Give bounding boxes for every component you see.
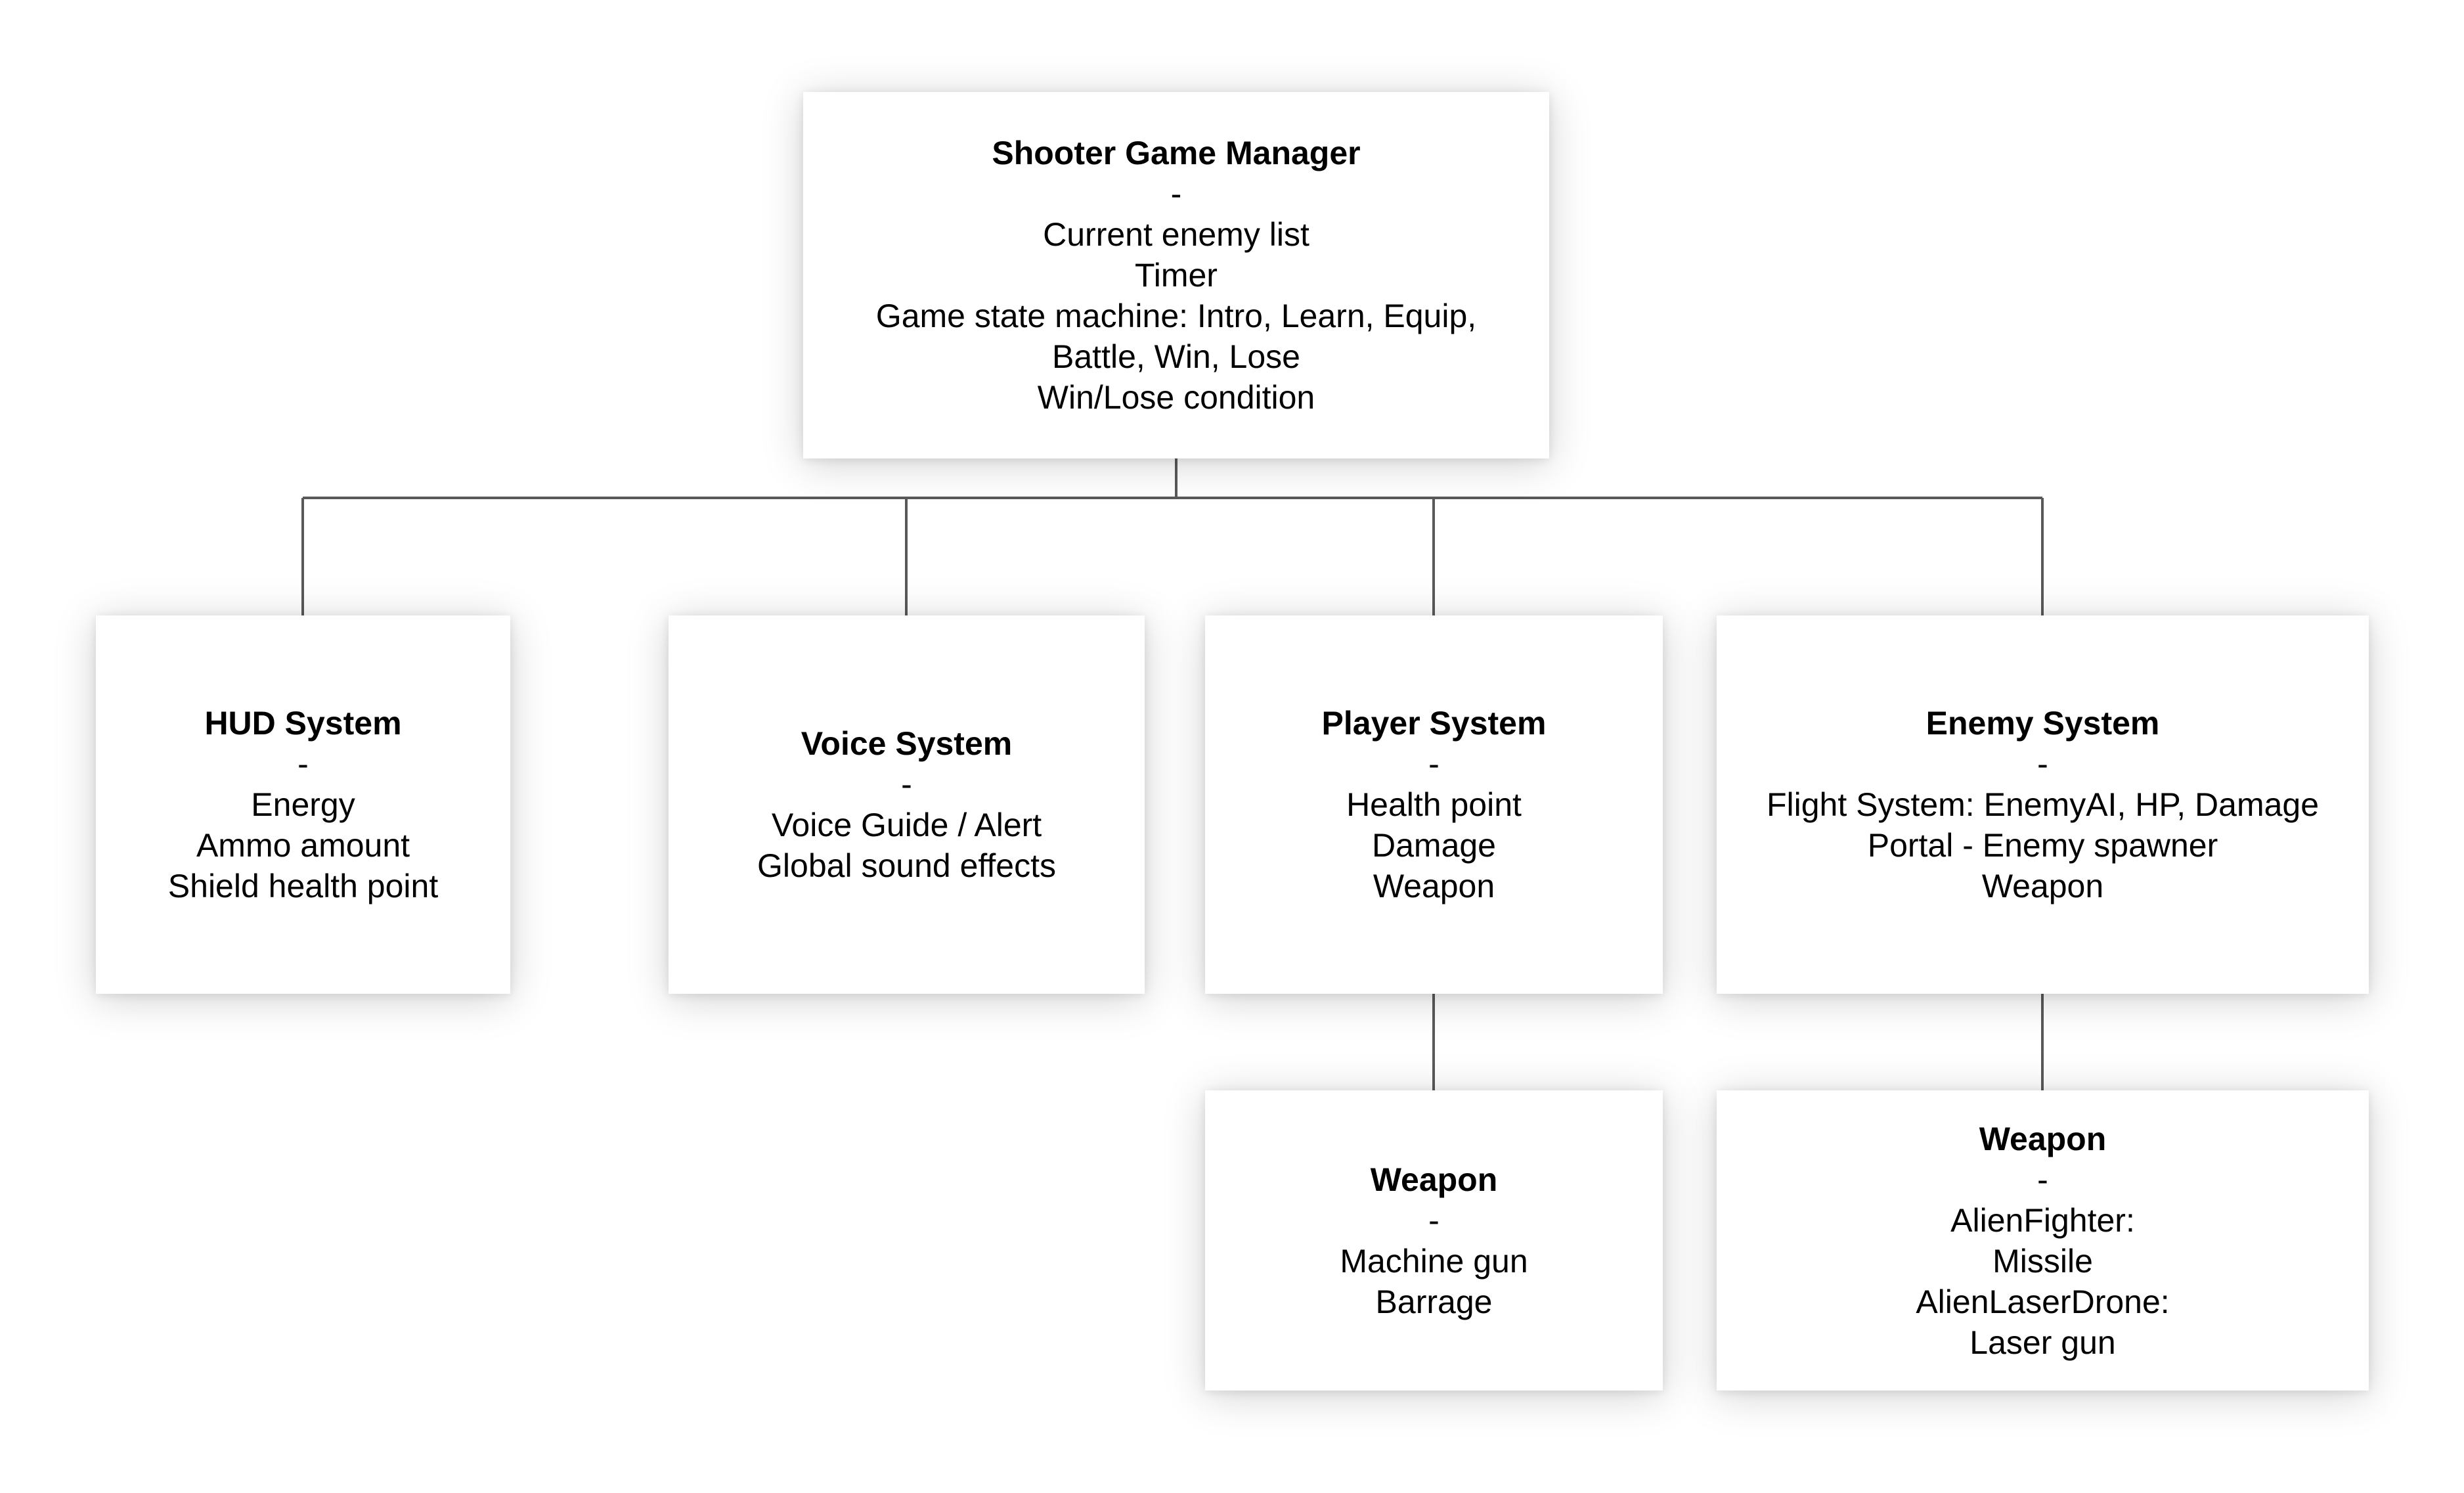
node-title: HUD System [204, 705, 402, 742]
node-player-weapon: Weapon - Machine gun Barrage [1205, 1090, 1663, 1391]
node-shooter-game-manager: Shooter Game Manager - Current enemy lis… [803, 92, 1549, 458]
node-item: Weapon [1981, 868, 2104, 904]
node-item: Health point [1346, 786, 1522, 823]
node-separator: - [1170, 175, 1182, 212]
node-separator: - [2037, 746, 2048, 782]
node-item: Game state machine: Intro, Learn, Equip, [875, 298, 1477, 334]
node-item: Damage [1372, 827, 1496, 864]
node-item: Flight System: EnemyAI, HP, Damage [1766, 786, 2320, 823]
node-separator: - [1428, 746, 1440, 782]
node-separator: - [2037, 1161, 2048, 1198]
node-item: Battle, Win, Lose [1052, 338, 1300, 375]
node-item: Machine gun [1340, 1242, 1528, 1280]
node-item: Shield health point [167, 868, 439, 904]
node-title: Player System [1321, 705, 1547, 742]
node-enemy-system: Enemy System - Flight System: EnemyAI, H… [1717, 615, 2369, 994]
node-item: Missile [1992, 1242, 2093, 1280]
node-title: Shooter Game Manager [992, 135, 1361, 171]
node-item: Portal - Enemy spawner [1867, 827, 2218, 864]
node-item: Global sound effects [757, 847, 1056, 884]
node-item: AlienFighter: [1950, 1201, 2135, 1239]
node-separator: - [1428, 1201, 1440, 1239]
node-title: Weapon [1979, 1120, 2107, 1157]
node-item: Weapon [1373, 868, 1495, 904]
node-item: Voice Guide / Alert [771, 807, 1042, 843]
node-player-system: Player System - Health point Damage Weap… [1205, 615, 1663, 994]
node-item: Laser gun [1969, 1324, 2116, 1361]
node-item: Energy [251, 786, 355, 823]
node-item: AlienLaserDrone: [1916, 1283, 2170, 1320]
node-title: Enemy System [1925, 705, 2160, 742]
node-item: Timer [1135, 257, 1218, 294]
node-title: Voice System [801, 725, 1013, 762]
node-voice-system: Voice System - Voice Guide / Alert Globa… [669, 615, 1145, 994]
node-title: Weapon [1370, 1161, 1498, 1198]
node-enemy-weapon: Weapon - AlienFighter: Missile AlienLase… [1717, 1090, 2369, 1391]
node-item: Current enemy list [1043, 216, 1309, 253]
node-hud-system: HUD System - Energy Ammo amount Shield h… [96, 615, 510, 994]
node-item: Ammo amount [196, 827, 410, 864]
node-separator: - [901, 766, 912, 803]
node-item: Win/Lose condition [1037, 379, 1315, 416]
node-item: Barrage [1375, 1283, 1493, 1320]
node-separator: - [297, 746, 309, 782]
